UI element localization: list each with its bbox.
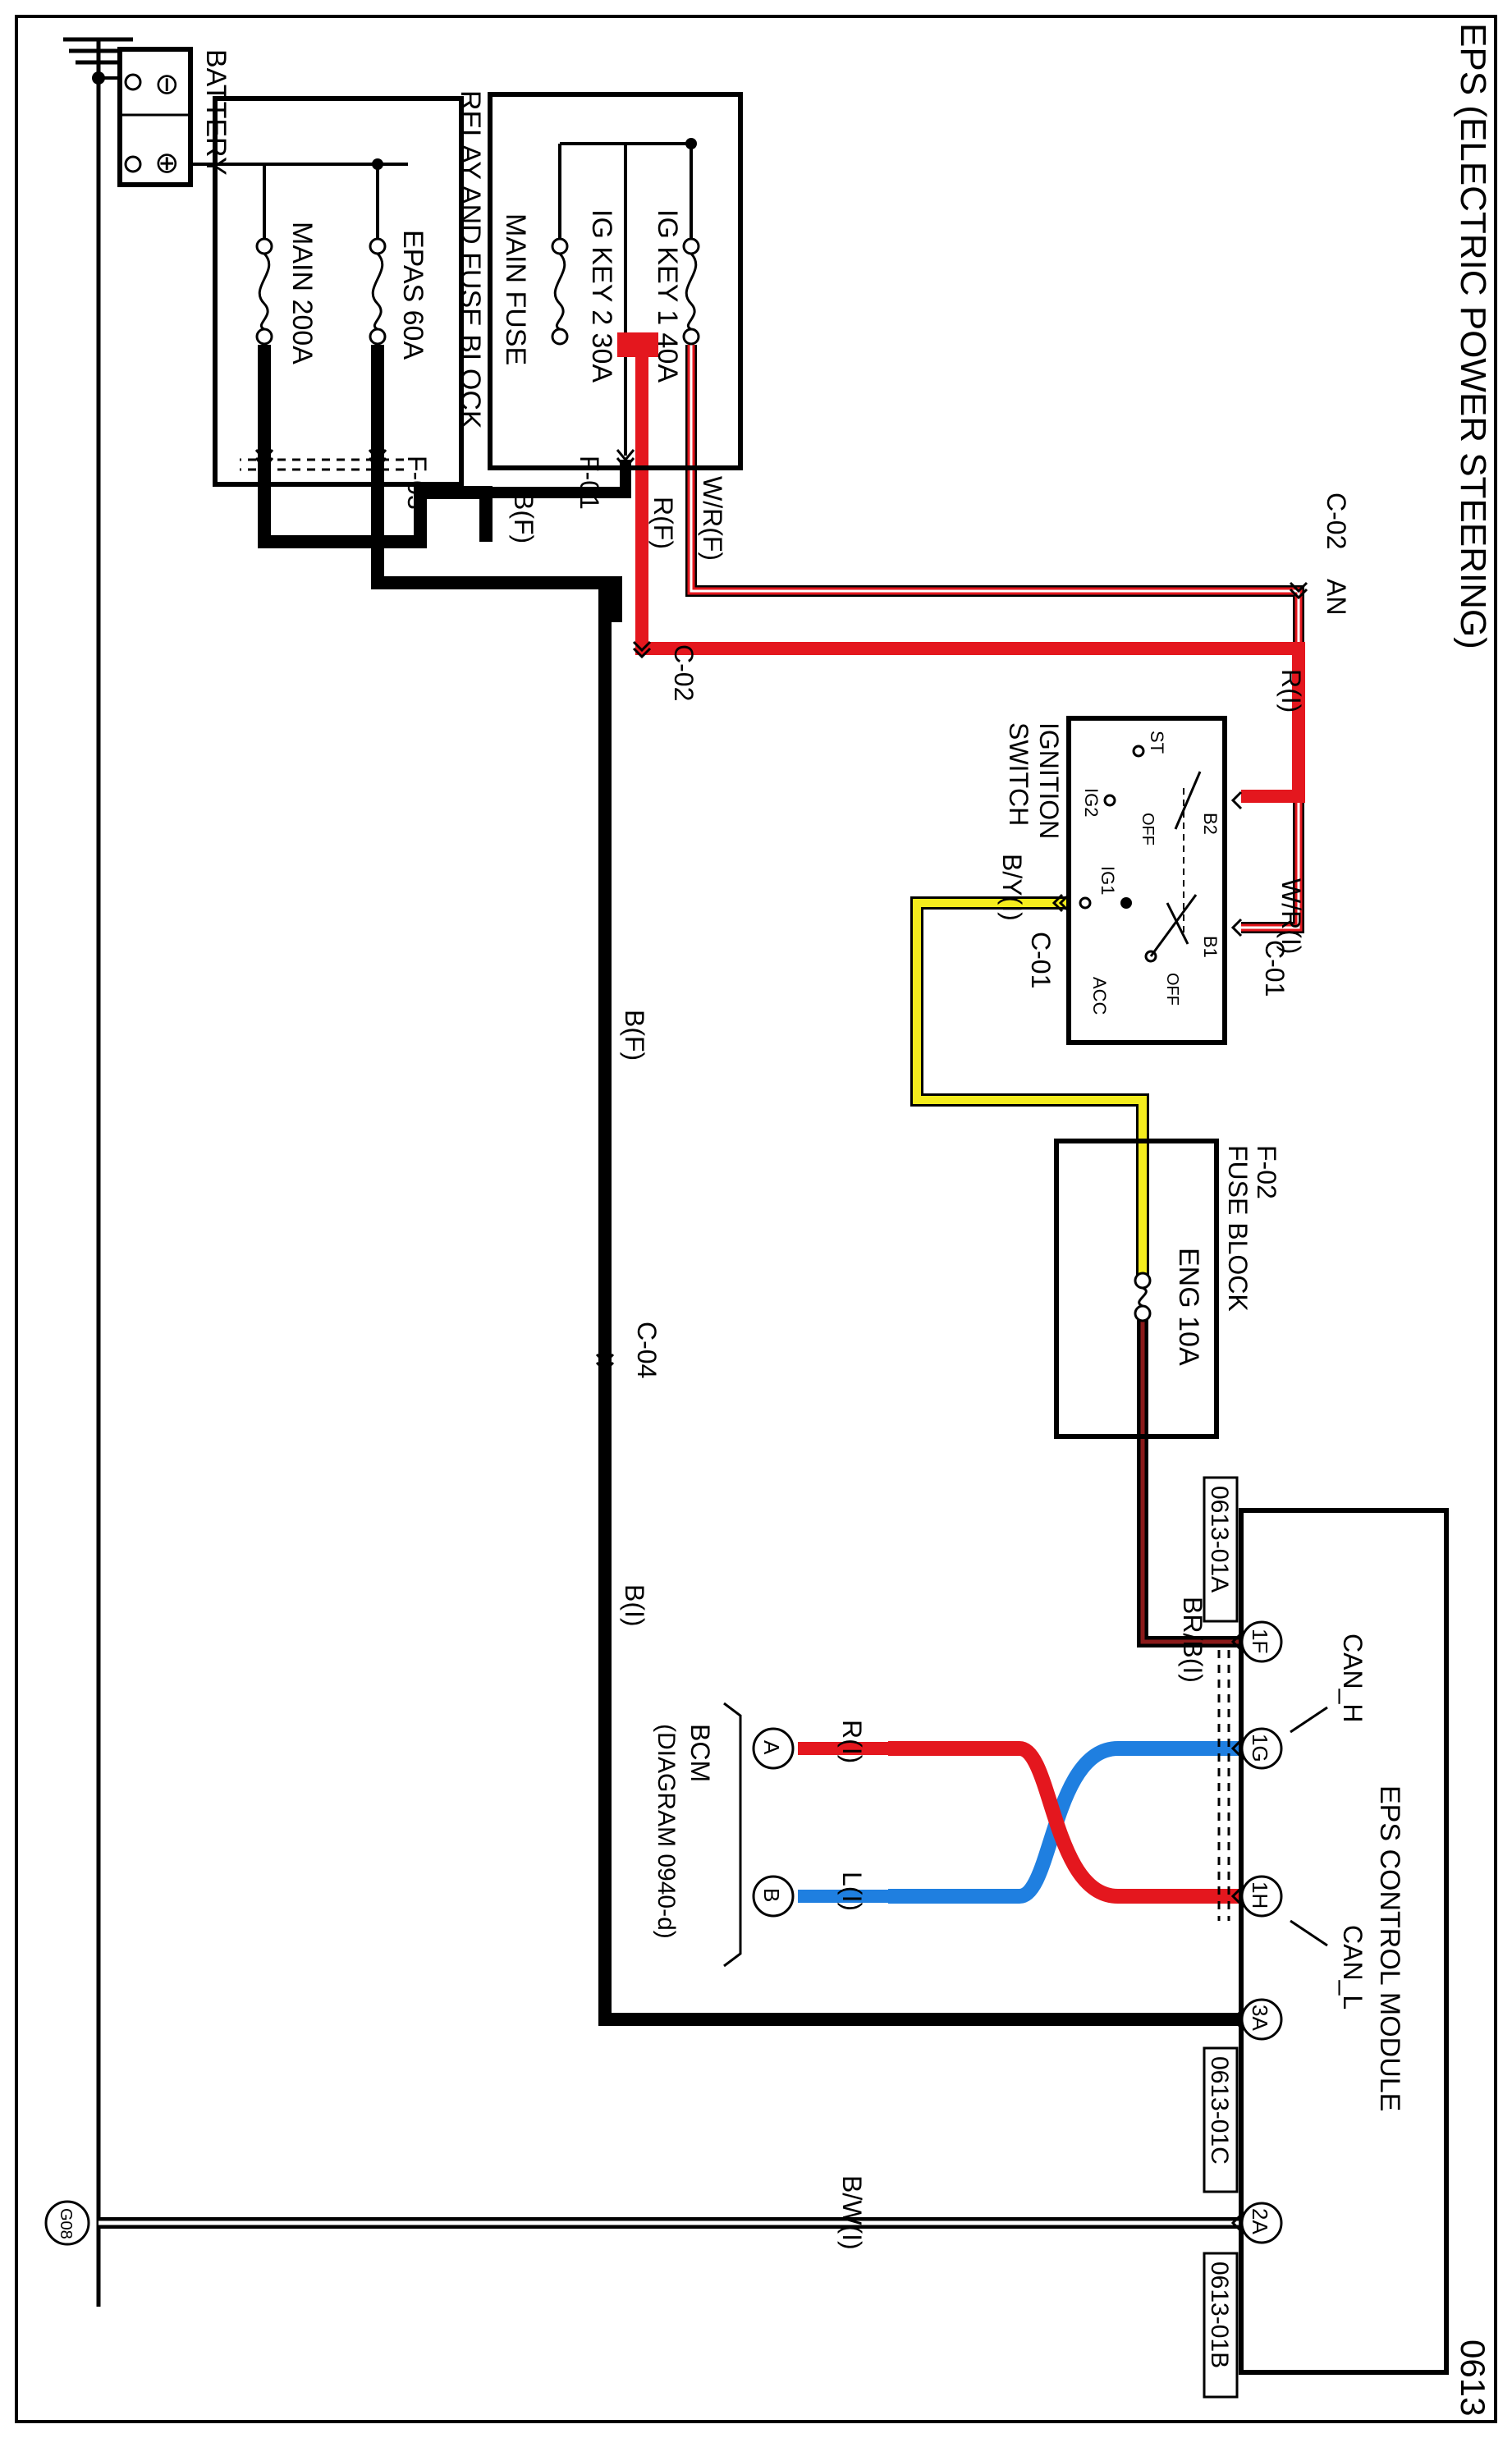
ignition-st: ST: [1147, 731, 1167, 754]
pin-1f: 1F: [1240, 1620, 1283, 1663]
page-title: EPS (ELECTRIC POWER STEERING): [1453, 23, 1493, 649]
relay-fuse-block: RELAY AND FUSE BLOCK IG KEY 1 40A IG KEY…: [455, 90, 743, 470]
connector-0613-01b: 0613-01B: [1203, 2252, 1239, 2399]
wire-label-ri-can: R(I): [837, 1720, 867, 1763]
fuse-block-connector: F-02: [1252, 1145, 1281, 1199]
ig-key1-fuse-label: IG KEY 1 40A: [652, 209, 683, 383]
bcm-pin-a: [752, 1727, 795, 1770]
pin-1h: 1H: [1240, 1875, 1283, 1918]
wire-label-li-can: L(I): [837, 1872, 867, 1911]
wire-bf-long: [371, 345, 1274, 2026]
pin-1g: 1G: [1240, 1727, 1283, 1770]
battery-plus-icon: ⊕: [151, 151, 185, 176]
page-border: [15, 15, 1497, 2423]
wire-label-brbi: BR/B(I): [1178, 1597, 1207, 1683]
eps-control-module: EPS CONTROL MODULE CAN_H CAN_L: [1239, 1508, 1449, 2375]
ignition-b1: B1: [1200, 936, 1221, 958]
ignition-off-2: OFF: [1163, 973, 1181, 1006]
wire-label-byi: B/Y(I): [997, 854, 1027, 921]
battery-negative-wire: [92, 71, 125, 2307]
ignition-acc: ACC: [1089, 977, 1110, 1015]
ignition-switch-label-2: SWITCH: [1004, 722, 1033, 826]
ignition-b2: B2: [1200, 813, 1221, 835]
svg-text:0613-01A: 0613-01A: [1206, 1486, 1233, 1592]
ignition-switch: IGNITION SWITCH ST IG2 IG1 ACC B2 B1 OFF…: [1004, 716, 1227, 1045]
can-twisted-pair: [798, 1741, 1249, 1904]
connector-c02-bottom: C-02: [669, 644, 699, 701]
connector-0613-01c: 0613-01C: [1203, 2046, 1239, 2193]
wire-label-bi: B(I): [620, 1584, 649, 1627]
eps-module-label: EPS CONTROL MODULE: [1374, 1785, 1405, 2111]
fuse-block-label: FUSE BLOCK: [1223, 1145, 1253, 1312]
wire-label-bf-long: B(F): [620, 1010, 649, 1061]
connector-c02-an: AN: [1322, 579, 1351, 615]
wire-label-wrf: W/R(F): [698, 476, 727, 561]
bcm: A B BCM (DIAGRAM 0940-d): [653, 1702, 795, 1968]
connector-f01: F-01: [575, 456, 604, 510]
svg-text:G08: G08: [57, 2208, 75, 2239]
svg-text:B: B: [759, 1888, 784, 1902]
ignition-switch-label-1: IGNITION: [1034, 722, 1064, 839]
svg-text:3A: 3A: [1248, 2005, 1272, 2031]
ig-key2-fuse-label: IG KEY 2 30A: [586, 209, 617, 383]
svg-text:1H: 1H: [1248, 1881, 1272, 1909]
main-fuse-box: MAIN FUSE EPAS 60A MAIN 200A: [213, 96, 531, 487]
connector-c04: C-04: [632, 1322, 662, 1378]
connector-c02-top: C-02: [1322, 493, 1351, 549]
ground-g08: G08: [44, 2200, 90, 2246]
bcm-pin-b: [752, 1875, 795, 1918]
shield-dashes: [240, 458, 1230, 1921]
epas-fuse-label: EPAS 60A: [397, 230, 428, 360]
battery-minus-icon: ⊖: [151, 72, 185, 97]
bcm-diagram-ref: (DIAGRAM 0940-d): [653, 1724, 680, 1939]
connector-c01-right: C-01: [1260, 940, 1290, 997]
pin-2a: 2A: [1240, 2202, 1283, 2244]
svg-text:2A: 2A: [1248, 2208, 1272, 2234]
main-fuse-label: MAIN FUSE: [500, 213, 531, 365]
pin-3a: 3A: [1240, 1998, 1283, 2041]
wire-label-rf: R(F): [648, 497, 678, 549]
svg-text:1F: 1F: [1248, 1629, 1272, 1653]
ignition-ig1: IG1: [1097, 866, 1118, 895]
svg-text:0613-01C: 0613-01C: [1206, 2056, 1233, 2165]
ignition-off-1: OFF: [1139, 813, 1157, 846]
can-h-label: CAN_H: [1338, 1634, 1368, 1722]
fuse-block-f02: F-02 FUSE BLOCK ENG 10A: [1054, 1139, 1281, 1439]
connector-c01-left: C-01: [1026, 932, 1056, 988]
svg-text:0613-01B: 0613-01B: [1206, 2262, 1233, 2368]
ignition-ig2: IG2: [1081, 788, 1102, 817]
bcm-label: BCM: [685, 1724, 715, 1782]
can-l-label: CAN_L: [1338, 1925, 1368, 2010]
relay-fuse-block-label: RELAY AND FUSE BLOCK: [455, 90, 486, 429]
svg-text:A: A: [759, 1740, 784, 1755]
wire-label-bwi: B/W(I): [837, 2175, 867, 2250]
eng-fuse-label: ENG 10A: [1173, 1248, 1204, 1366]
connector-chevrons: [254, 449, 1308, 2233]
svg-text:1G: 1G: [1248, 1734, 1272, 1762]
connector-0613-01a: 0613-01A: [1203, 1476, 1239, 1623]
wire-bf-short: [258, 345, 631, 548]
wire-brb: [1137, 1313, 1241, 1647]
wire-label-bf-short: B(F): [509, 493, 538, 543]
wire-label-wri: W/R(I): [1276, 878, 1306, 954]
page-number: 0613: [1454, 2339, 1492, 2416]
connector-f03: F-03: [402, 456, 432, 510]
wire-label-ri: R(I): [1276, 669, 1306, 713]
main-200a-label: MAIN 200A: [286, 222, 318, 364]
ground-symbol-top: [63, 37, 133, 78]
